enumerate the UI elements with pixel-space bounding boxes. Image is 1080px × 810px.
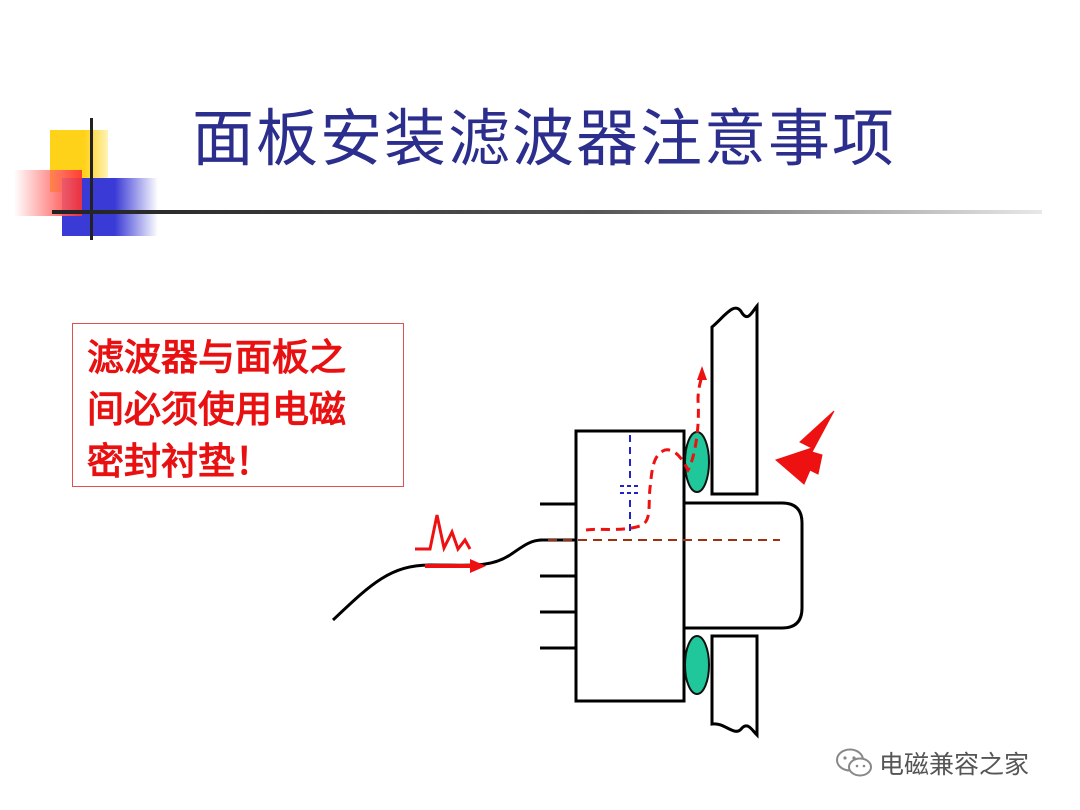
watermark-text: 电磁兼容之家 <box>879 750 1030 779</box>
noise-leakage-path <box>585 375 704 532</box>
note-line-2: 间必须使用电磁 <box>87 388 346 431</box>
title-underline <box>52 210 1042 214</box>
capacitor-icon <box>620 485 640 494</box>
panel-lower <box>710 634 759 739</box>
wechat-icon <box>836 748 872 777</box>
decor-red-square <box>14 170 82 216</box>
noise-pulse-icon <box>415 514 472 553</box>
radiated-interference-bolt-icon <box>775 410 835 485</box>
noise-leakage-arrowhead <box>697 366 707 380</box>
watermark: 电磁兼容之家 <box>835 746 1029 780</box>
decor-vertical-line <box>90 118 93 240</box>
input-cable <box>331 538 543 622</box>
connector-nose <box>684 501 804 630</box>
slide-title: 面板安装滤波器注意事项 <box>192 102 897 175</box>
gasket-lower <box>684 635 710 695</box>
noise-arrow-head <box>470 559 486 573</box>
note-line-3: 密封衬垫！ <box>87 440 272 483</box>
panel-upper <box>710 301 759 496</box>
note-line-1: 滤波器与面板之 <box>87 336 346 379</box>
warning-note-box: 滤波器与面板之 间必须使用电磁 密封衬垫！ <box>72 323 404 487</box>
